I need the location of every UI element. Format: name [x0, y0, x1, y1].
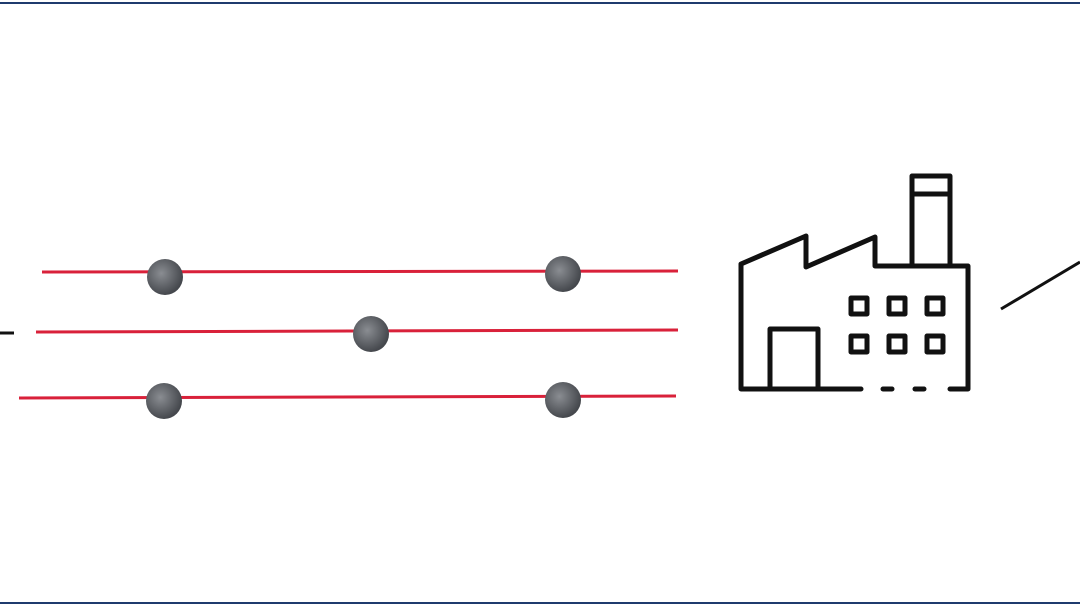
- bead-1-2: [545, 256, 581, 292]
- bead-3-2: [545, 382, 581, 418]
- bottom-border: [0, 602, 1080, 604]
- right-connector-line: [1000, 260, 1080, 311]
- top-border: [0, 2, 1080, 4]
- factory-icon: [738, 173, 971, 392]
- wire-1: [41, 269, 679, 274]
- bead-2-1: [353, 316, 389, 352]
- bead-3-1: [146, 383, 182, 419]
- bead-1-1: [147, 259, 183, 295]
